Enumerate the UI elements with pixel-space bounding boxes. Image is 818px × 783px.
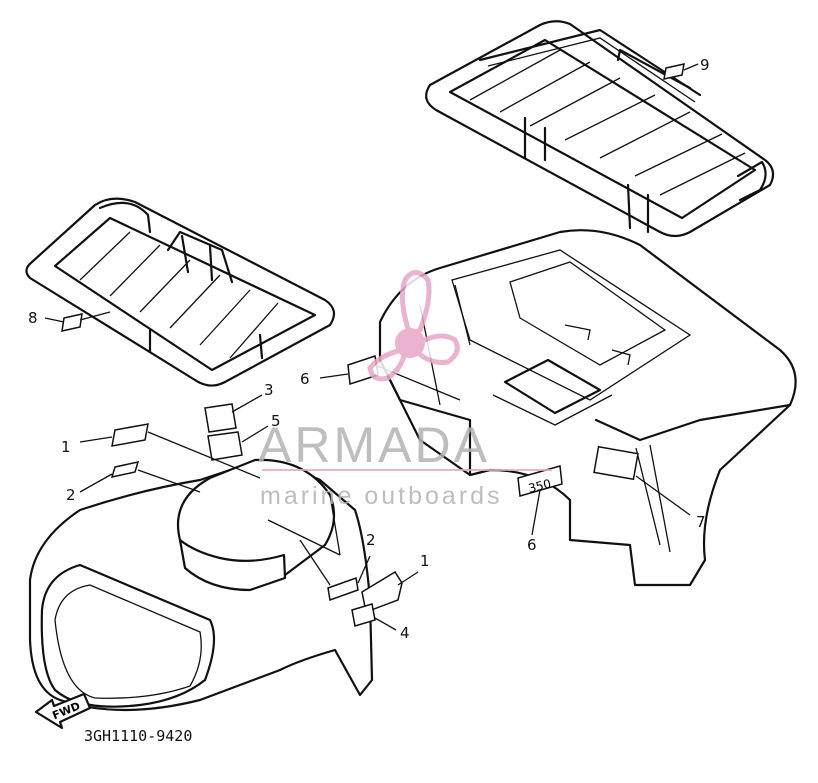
decals: 350: [61, 63, 685, 627]
decal-350-text: 350: [527, 477, 553, 496]
decal-1-top: [111, 423, 149, 447]
rear-fender: [378, 229, 797, 587]
callout-2-upper: 2: [66, 486, 76, 504]
rear-carrier-rack: [425, 20, 775, 238]
decal-8: [61, 313, 83, 332]
decal-7-label: [593, 445, 639, 481]
decal-2-lower: [327, 576, 359, 602]
callout-8: 8: [28, 309, 38, 327]
decal-3: [204, 403, 237, 433]
front-carrier-rack: [25, 197, 336, 387]
decal-9: [663, 63, 685, 80]
callout-1-lower: 1: [420, 552, 430, 570]
callouts: 1 2 3 5 6 8 9 7 6 2 1 4: [28, 56, 710, 642]
armada-watermark: ARMADA marine outboards: [258, 270, 552, 510]
watermark-subtitle: marine outboards: [260, 482, 503, 510]
callout-5: 5: [271, 412, 281, 430]
decal-2-top: [110, 460, 140, 479]
callout-1-upper: 1: [61, 438, 71, 456]
callout-3: 3: [264, 381, 274, 399]
callout-9: 9: [700, 56, 710, 74]
decal-350: 350: [517, 465, 563, 497]
leader-lines: [44, 63, 699, 631]
watermark-title: ARMADA: [258, 417, 490, 473]
callout-6-upper: 6: [300, 370, 310, 388]
part-number: 3GH1110-9420: [84, 727, 192, 745]
callout-6-lower: 6: [527, 536, 537, 554]
callout-4: 4: [400, 624, 410, 642]
propeller-logo-icon: [367, 270, 460, 382]
callout-7: 7: [696, 513, 706, 531]
callout-2-lower: 2: [366, 531, 376, 549]
fwd-arrow: FWD: [34, 692, 92, 730]
decal-4: [351, 603, 376, 627]
decal-5: [207, 431, 243, 461]
front-fender: [28, 458, 374, 712]
